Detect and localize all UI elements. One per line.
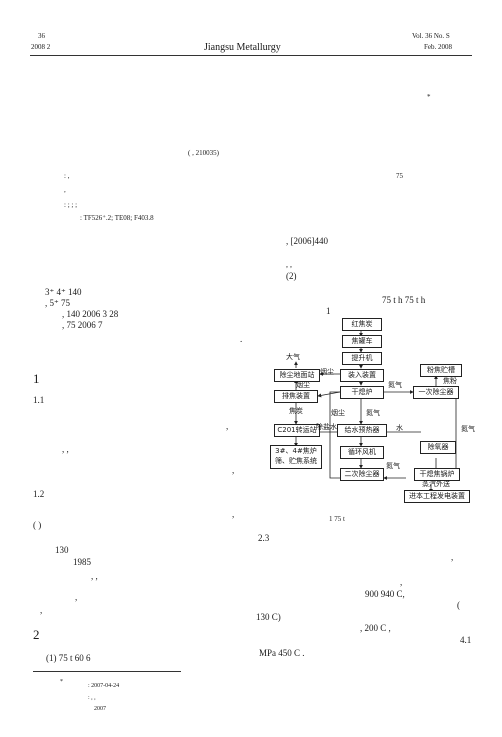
right-figure-ref: 1: [326, 306, 331, 316]
header-volume-left: 36: [38, 32, 45, 40]
flow-cdq-boiler: 干熄焦锅炉: [414, 468, 460, 481]
left-para-line-4: , 75 2006 7: [62, 320, 103, 330]
flow-c201-transfer: C201转运站: [274, 424, 320, 437]
header-rule: [30, 55, 472, 56]
left-body-i: ,: [75, 592, 78, 602]
abstract-line-1: : ,: [64, 172, 70, 180]
section-1-1-heading: 1.1: [33, 395, 45, 405]
left-body-f: 1985: [73, 557, 91, 567]
flow-powder-storage: 粉焦贮槽: [420, 364, 462, 377]
section-1-2-heading: 1.2: [33, 489, 45, 499]
section-2-heading: 2: [33, 627, 40, 642]
flow-dust-ground-station: 除尘地面站: [274, 369, 320, 382]
flow-label-coke-powder: 焦粉: [443, 377, 457, 385]
abstract-line-2: ,: [64, 186, 66, 194]
left-para-line-2: , 5⁺ 75: [45, 298, 71, 308]
flow-deaerator: 除氧器: [420, 441, 456, 454]
flow-coke-discharge: 排焦装置: [274, 390, 318, 403]
flow-coke-screening-system: 3#、4#焦炉筛、贮焦系统: [270, 445, 322, 469]
left-para-line-1: 3⁺ 4⁺ 140: [45, 287, 82, 297]
left-body-e: 130: [55, 545, 69, 555]
flow-dry-quenching-furnace: 干熄炉: [340, 386, 384, 399]
right-lower-l7: 4.1: [460, 635, 472, 645]
flow-label-nitrogen-1: 氮气: [388, 381, 402, 389]
flow-label-nitrogen-2: 氮气: [366, 409, 380, 417]
abstract-line-1b: 75: [396, 172, 403, 180]
right-intro-line-3: (2): [286, 271, 297, 281]
flow-label-nitrogen-4: 氮气: [386, 462, 400, 470]
right-lower-l3: 900 940 C,: [365, 589, 405, 599]
flow-charging-device: 装入装置: [340, 369, 384, 382]
right-lower-l5: 130 C): [256, 612, 281, 622]
flow-label-coke: 焦炭: [289, 407, 303, 415]
footnote-star: *: [60, 679, 63, 685]
flow-feedwater-preheater: 给水预热器: [337, 424, 387, 437]
section-1-heading: 1: [33, 371, 40, 386]
flow-label-desalted-water: 除盐水: [316, 423, 337, 431]
left-body-c: ,: [232, 465, 235, 475]
footnote-line-3: 2007: [94, 706, 106, 712]
flow-label-nitrogen-3: 氮气: [461, 425, 475, 433]
footnote-line-2: : , ,: [88, 695, 96, 701]
header-year-left: 2008 2: [31, 43, 51, 51]
flow-label-smoke-dust-2: 烟尘: [331, 409, 345, 417]
keywords: : ; ; ;: [64, 201, 78, 209]
flow-coke-tank: 焦罐车: [342, 335, 382, 348]
header-date-right: Feb. 2008: [424, 43, 452, 51]
flow-secondary-dust-collector: 二次除尘器: [340, 468, 384, 481]
header-journal-name: Jiangsu Metallurgy: [204, 42, 281, 53]
flow-red-coke: 红焦炭: [342, 318, 382, 331]
title-footnote-marker: *: [427, 93, 431, 101]
right-lower-l6: , 200 C ,: [360, 623, 391, 633]
right-lower-l4: (: [457, 600, 460, 610]
flow-label-flue-dust: 烟尘: [320, 368, 334, 376]
right-intro-ref: , [2006]440: [286, 236, 328, 246]
header-volume-right: Vol. 36 No. S: [412, 32, 450, 40]
left-para-line-5: .: [240, 334, 243, 344]
left-para-line-3: , 140 2006 3 28: [62, 309, 119, 319]
flow-power-generation: 进本工程发电装置: [404, 490, 470, 503]
left-body-b: , ,: [62, 444, 69, 454]
flowchart-connectors: [294, 331, 458, 493]
flow-label-steam-out: 蒸汽外送: [422, 480, 450, 488]
right-lower-l2: ,: [400, 577, 403, 587]
classification-number: : TF526⁺.2; TE08; F403.8: [80, 214, 154, 222]
left-body-i2: ,: [40, 605, 43, 615]
left-body-g: , ,: [91, 571, 98, 581]
right-lower-l8: MPa 450 C .: [259, 648, 305, 658]
left-body-h: ,: [232, 509, 235, 519]
flow-circulation-fan: 循环风机: [340, 446, 384, 459]
section-2-3-heading: 2.3: [258, 533, 270, 543]
flow-primary-dust-collector: 一次除尘器: [413, 386, 459, 399]
right-intro-line-2: , ,: [286, 260, 292, 269]
author-affiliation: ( , 210035): [188, 149, 219, 157]
flow-label-water: 水: [396, 424, 403, 432]
flow-label-smoke-dust: 烟尘: [296, 381, 310, 389]
right-lower-l1: ,: [451, 552, 454, 562]
footnote-date: : 2007-04-24: [88, 683, 120, 689]
right-capacity-text: 75 t h 75 t h: [382, 295, 426, 305]
left-body-j: (1) 75 t 60 6: [46, 653, 91, 663]
footnote-rule: [33, 671, 181, 672]
flow-hoist: 提升机: [342, 352, 382, 365]
left-body-d: ( ): [33, 520, 42, 530]
flow-label-air: 大气: [286, 353, 300, 361]
left-body-a: ,: [226, 421, 229, 431]
figure-caption: 1 75 t: [329, 515, 345, 523]
